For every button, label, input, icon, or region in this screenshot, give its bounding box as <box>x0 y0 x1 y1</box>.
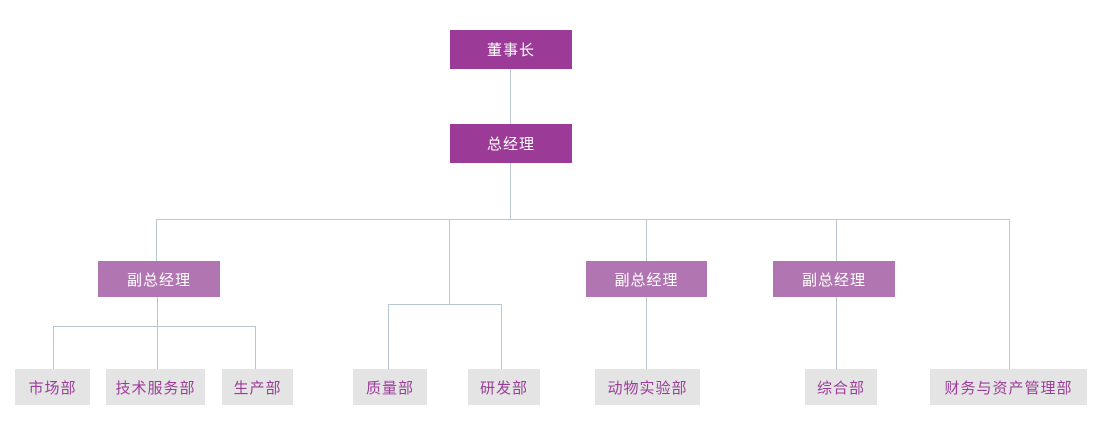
connector-line <box>388 304 502 305</box>
node-dept-production: 生产部 <box>222 369 293 405</box>
node-dept-quality: 质量部 <box>353 369 427 405</box>
connector-line <box>836 297 837 369</box>
connector-line <box>510 69 511 124</box>
node-dept-marketing: 市场部 <box>15 369 90 405</box>
node-deputy-gm-1: 副总经理 <box>98 261 220 297</box>
node-general-manager: 总经理 <box>450 124 572 163</box>
node-deputy-gm-3: 副总经理 <box>773 261 895 297</box>
connector-line <box>501 304 502 369</box>
connector-line <box>255 326 256 369</box>
connector-line <box>53 326 256 327</box>
connector-line <box>836 219 837 261</box>
connector-line <box>388 304 389 369</box>
node-dept-tech-service: 技术服务部 <box>106 369 205 405</box>
connector-line <box>1009 219 1010 369</box>
connector-line <box>449 219 450 304</box>
node-dept-animal-lab: 动物实验部 <box>595 369 700 405</box>
connector-line <box>53 326 54 369</box>
connector-line <box>646 219 647 261</box>
connector-line <box>510 163 511 219</box>
connector-line <box>156 219 1010 220</box>
node-dept-rnd: 研发部 <box>468 369 540 405</box>
connector-line <box>646 297 647 369</box>
node-deputy-gm-2: 副总经理 <box>586 261 707 297</box>
connector-line <box>156 219 157 261</box>
connector-line <box>157 297 158 326</box>
node-chairman: 董事长 <box>450 30 572 69</box>
node-dept-finance-assets: 财务与资产管理部 <box>930 369 1087 405</box>
node-dept-general-affairs: 综合部 <box>805 369 877 405</box>
connector-line <box>157 326 158 369</box>
